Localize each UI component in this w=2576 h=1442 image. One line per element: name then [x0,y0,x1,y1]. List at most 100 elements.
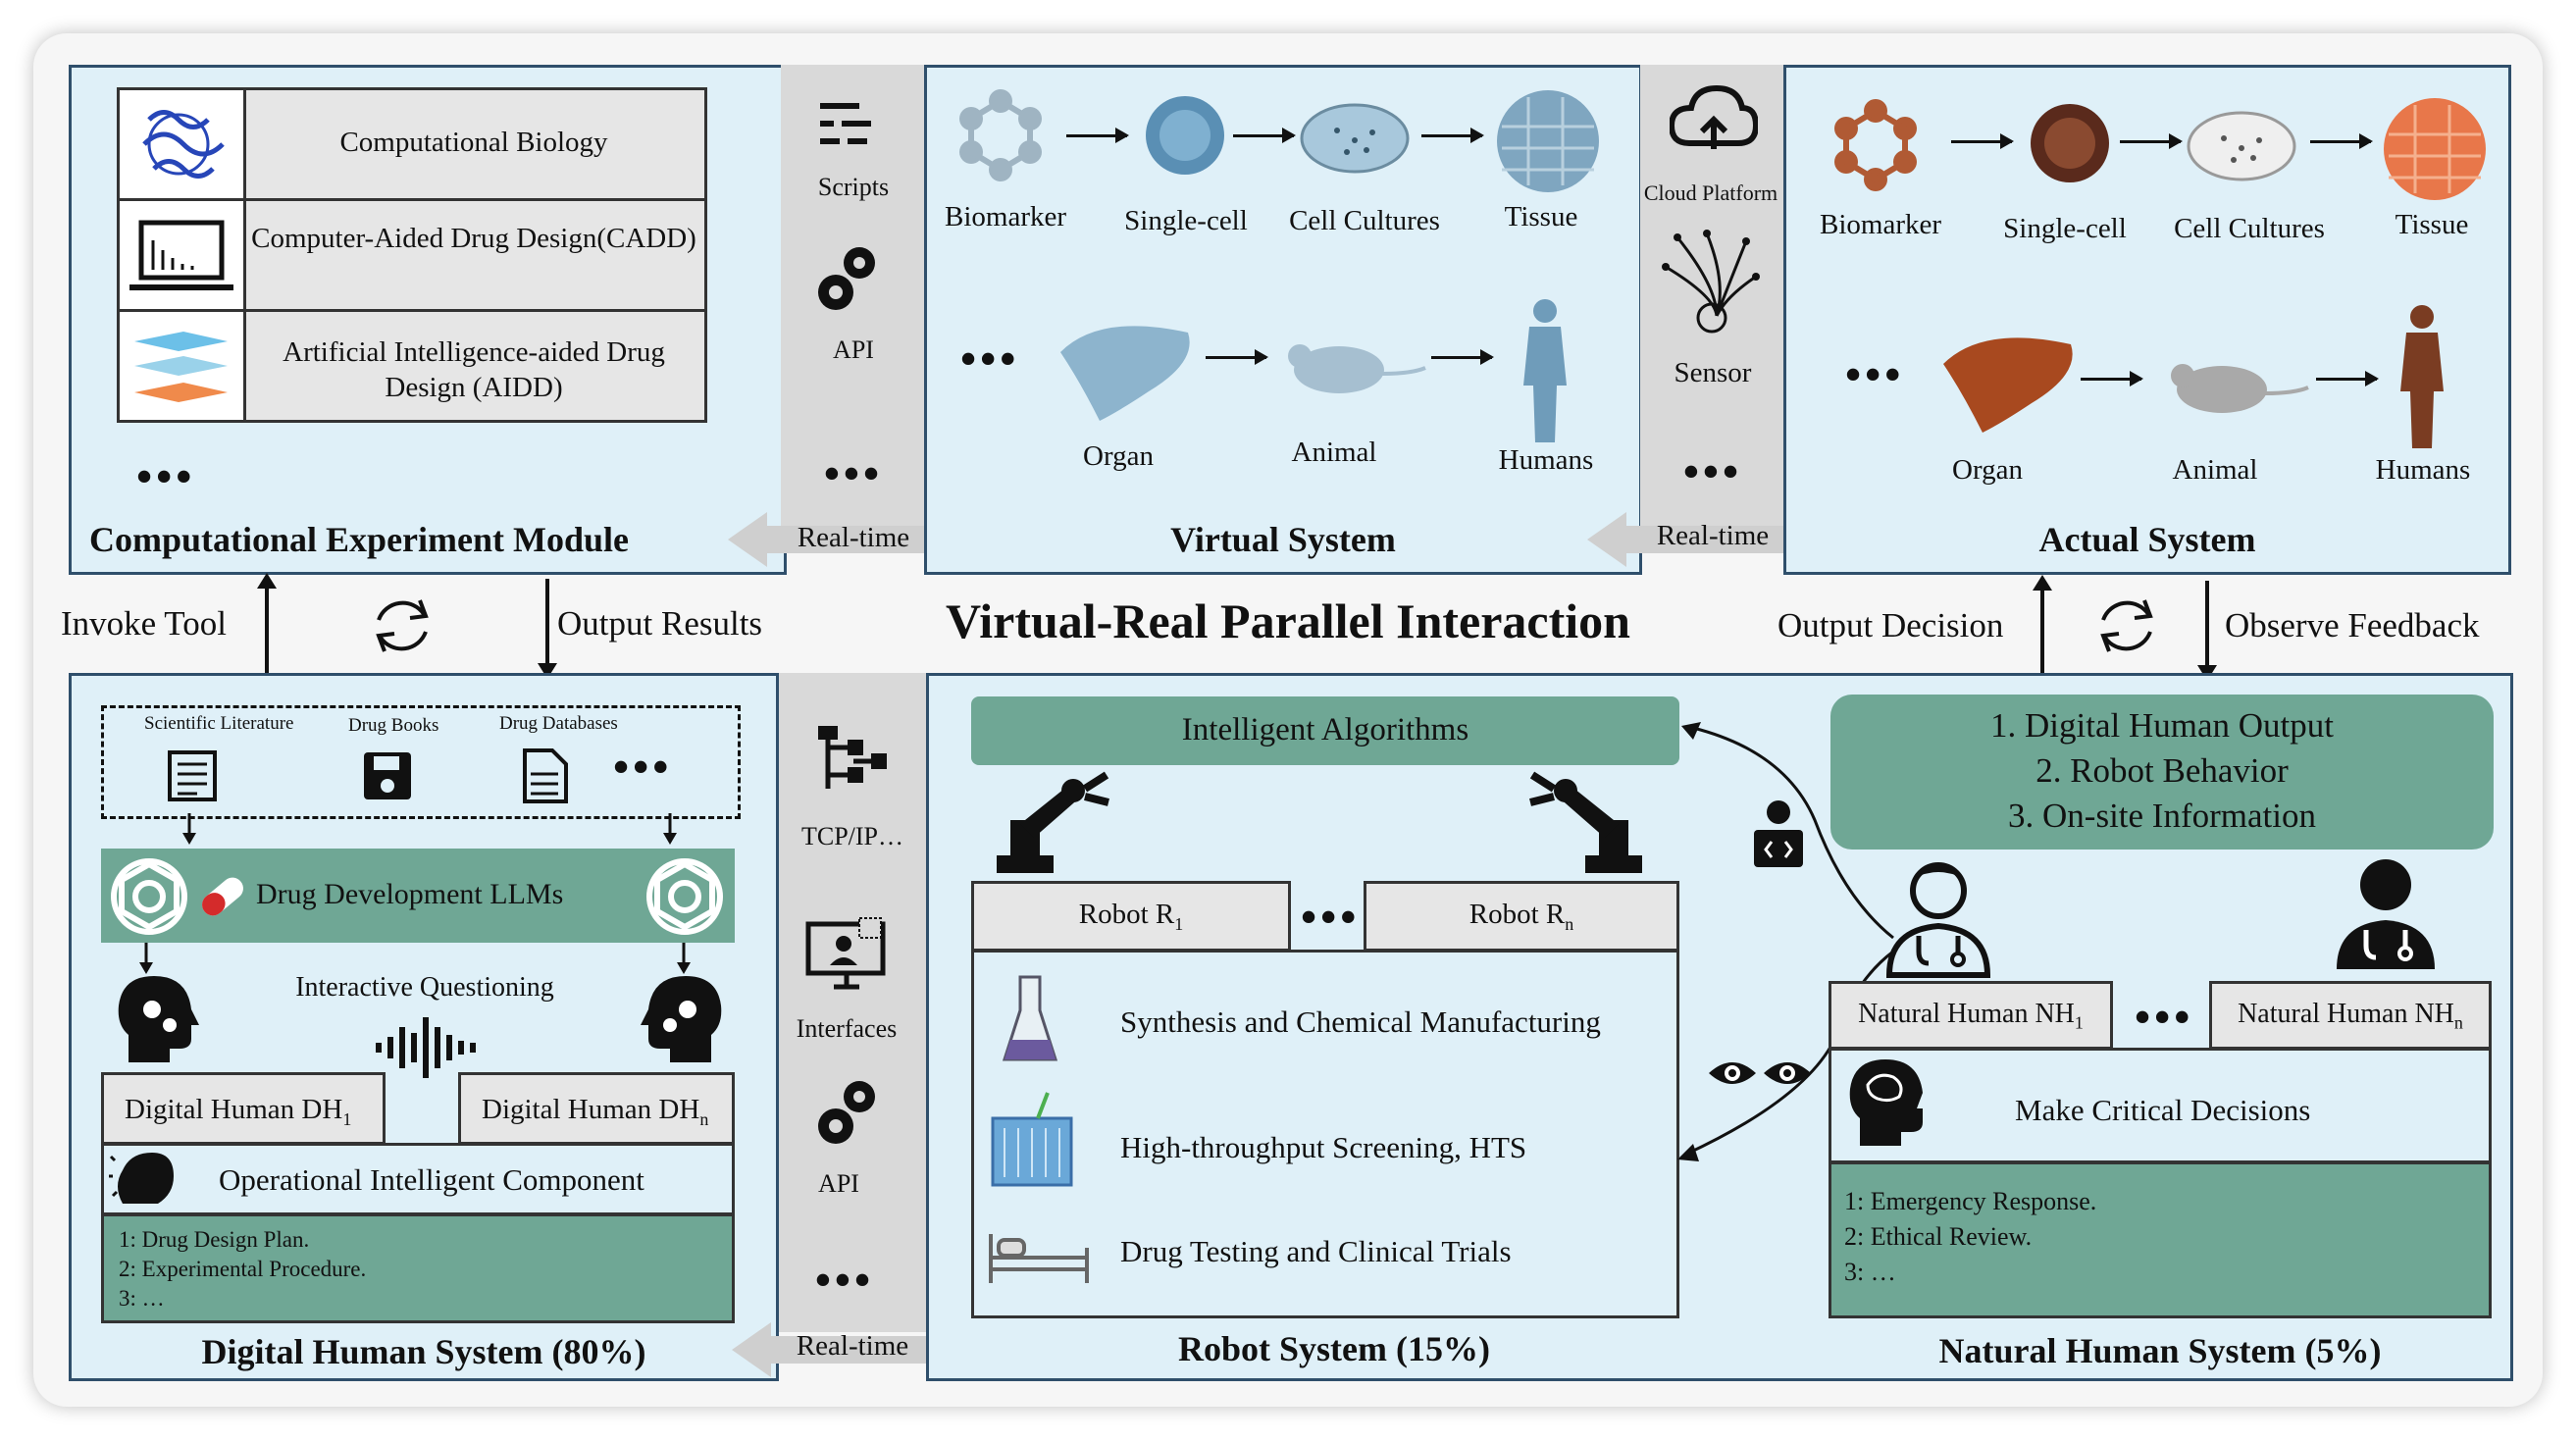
actual-tissue-label: Tissue [2395,209,2469,240]
actual-single-cell-icon [2031,104,2109,182]
llm-down-arrows [139,943,691,974]
actual-arrow-1 [1951,133,2014,149]
document-icon [523,748,568,803]
dhn-box [458,1072,735,1145]
cloud-platform-label: Cloud Platform [1643,180,1778,205]
brain-head-icon-left [118,976,199,1062]
digital-human-panel: Scientific Literature Drug Books Drug Da… [69,673,779,1381]
gears-icon-bottom [818,1081,875,1144]
virtual-arrow-3 [1421,128,1484,143]
comp-row-3-label: Artificial Intelligence-aided Drug Desig… [283,336,665,403]
scripts-label: Scripts [817,173,890,201]
actual-organ-label: Organ [1952,454,2023,486]
robot-r1-label: Robot R1 [1078,899,1184,934]
brain-head-icon-decision [1849,1059,1923,1146]
intelligent-algorithms-bar [971,696,1679,765]
single-cell-icon [1146,96,1224,175]
virtual-arrow-4 [1206,349,1268,365]
comp-row-2-label: Computer-Aided Drug Design(CADD) [251,223,696,254]
realtime-label-bottom: Real-time [796,1330,909,1362]
brain-gear-icon [109,1153,174,1204]
virtual-dots: ••• [960,334,1020,384]
output-item-1: 1. Digital Human Output [1990,706,2334,745]
invoke-arrowhead [257,573,277,589]
output-decision-label: Output Decision [1777,606,2004,644]
nh-dots: ••• [2135,992,2194,1042]
robot-rn-label: Robot Rn [1468,899,1574,934]
virtual-tissue-label: Tissue [1504,201,1578,232]
actual-system-panel: Biomarker Single-cell Cell Cultures Tiss… [1783,65,2511,575]
natural-human-title: Natural Human System (5%) [1938,1331,2382,1370]
openai-logo-icon-right [646,858,723,935]
cell-culture-dish-icon [1300,103,1410,174]
soundwave-icon [376,1017,476,1078]
main-title: Virtual-Real Parallel Interaction [946,593,1630,648]
task-hts-label: High-throughput Screening, HTS [1120,1130,1527,1164]
monitor-user-icon [805,917,886,990]
output-results-arrow [545,579,549,667]
robot-system-title: Robot System (15%) [1178,1329,1490,1368]
robot-dots: ••• [1301,892,1361,942]
connector-right-dots: ••• [1682,446,1743,496]
robot-tasks-box [971,950,1679,1318]
virtual-cell-cultures-label: Cell Cultures [1289,205,1440,236]
llm-bar [101,849,735,943]
dh-list-item-2: 2: Experimental Procedure. [119,1257,367,1281]
nh1-label: Natural Human NH1 [1858,999,2084,1033]
actual-arrow-5 [2316,371,2379,386]
protein-icon [120,90,246,198]
actual-arrow-2 [2120,133,2183,149]
brain-head-icon-right [641,976,722,1062]
actual-biomarker-label: Biomarker [1819,209,1941,240]
virtual-system-panel: Biomarker Single-cell Cell Cultures Tiss… [924,65,1642,575]
human-figure-icon [1523,299,1567,442]
cloud-upload-icon [1670,84,1758,149]
virtual-system-title: Virtual System [1170,520,1396,559]
digital-human-title: Digital Human System (80%) [201,1332,646,1371]
actual-animal-label: Animal [2172,454,2258,486]
source-books-label: Drug Books [348,715,439,736]
hts-plate-icon [991,1092,1073,1187]
interactive-questioning-label: Interactive Questioning [295,972,554,1003]
newspaper-icon [168,750,217,801]
realtime-arrow-left [726,510,979,569]
actual-biomarker-molecule-icon [1834,99,1917,191]
invoke-tool-arrow [265,581,269,673]
sensor-label: Sensor [1674,357,1752,388]
tcpip-label: TCP/IP… [800,822,904,850]
sensor-icon [1662,230,1760,334]
task-testing-label: Drug Testing and Clinical Trials [1120,1234,1512,1268]
dh-list-item-3: 3: … [119,1286,165,1311]
pill-capsule-icon [202,877,243,916]
scripts-icon [814,98,883,162]
sources-box [101,705,741,819]
nhn-box [2209,981,2492,1050]
virtual-arrow-1 [1066,128,1129,143]
virtual-single-cell-label: Single-cell [1124,205,1248,236]
actual-dots: ••• [1845,349,1905,399]
nh-list-item-3: 3: … [1844,1258,1896,1286]
dh-list-box [101,1213,735,1323]
output-item-2: 2. Robot Behavior [2035,751,2289,790]
realtime-arrow-right [1585,510,1840,569]
biomarker-molecule-icon [959,89,1042,181]
source-down-arrows [182,813,677,845]
hospital-bed-icon [989,1234,1089,1283]
nhn-label: Natural Human NHn [2238,999,2463,1033]
source-databases-label: Drug Databases [499,713,618,734]
output-item-3: 3. On-site Information [2008,797,2316,835]
dh-list-item-1: 1: Drug Design Plan. [119,1227,310,1252]
observe-feedback-arrow [2205,581,2209,669]
invoke-tool-label: Invoke Tool [61,604,227,643]
cycle-icon-right [2100,599,2153,652]
api-label-2: API [818,1169,859,1198]
robot-r1-box [971,881,1291,952]
actual-arrow-3 [2310,133,2373,149]
nh-list-item-2: 2: Ethical Review. [1844,1222,2033,1251]
actual-system-title: Actual System [2038,520,2256,559]
source-literature-label: Scientific Literature [144,713,294,734]
output-decision-arrow [2040,583,2044,673]
virtual-arrow-2 [1233,128,1296,143]
comp-dots: ••• [136,451,196,501]
virtual-arrow-5 [1431,349,1494,365]
